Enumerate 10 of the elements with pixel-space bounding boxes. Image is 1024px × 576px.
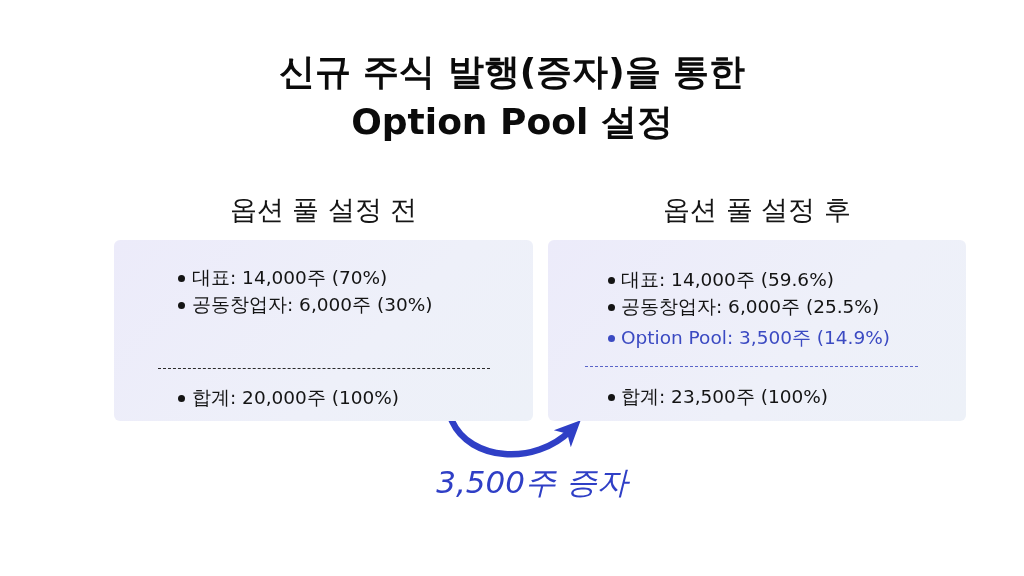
- title: 신규 주식 발행(증자)을 통한 Option Pool 설정: [277, 50, 747, 144]
- list-item: 공동창업자: 6,000주 (25.5%): [621, 295, 880, 319]
- list-item: 대표: 14,000주 (70%): [192, 266, 388, 290]
- list-item: 합계: 23,500주 (100%): [621, 385, 829, 409]
- list-item: 대표: 14,000주 (59.6%): [621, 268, 834, 292]
- section-heading: 옵션 풀 설정 전: [228, 193, 419, 227]
- list-item: Option Pool: 3,500주 (14.9%): [621, 326, 891, 350]
- section-heading: 옵션 풀 설정 후: [662, 193, 852, 227]
- list-item: 합계: 20,000주 (100%): [192, 386, 400, 410]
- list-item: 공동창업자: 6,000주 (30%): [192, 293, 433, 317]
